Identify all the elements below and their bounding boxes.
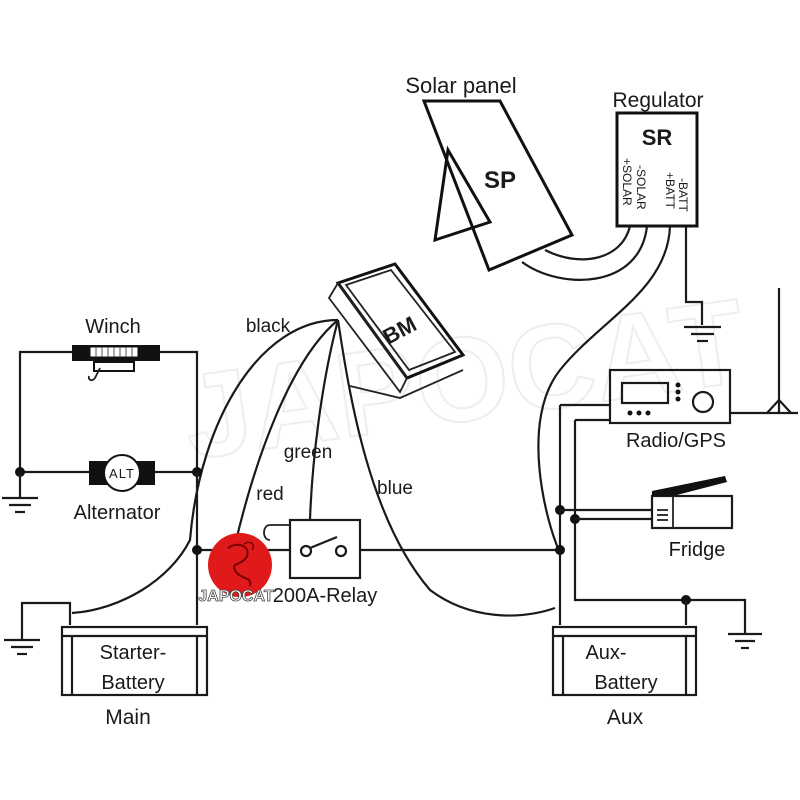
wire-red (233, 319, 339, 546)
ground-icon (2, 496, 38, 514)
wire-solar-minus (521, 225, 649, 281)
ground-icon (4, 638, 40, 656)
aux-battery-line1: Aux- (585, 642, 626, 664)
alternator-icon: ALT (89, 454, 155, 492)
radio-display-icon (620, 381, 670, 405)
starter-battery: Starter- Battery (60, 625, 209, 697)
fridge (650, 476, 734, 530)
solar-panel-stand (433, 145, 493, 243)
regulator-terminal-minus-batt: -BATT (676, 178, 690, 212)
ground-icon (684, 325, 721, 343)
winch-icon (72, 345, 160, 382)
junction-dot (555, 545, 565, 555)
fridge-label: Fridge (669, 539, 726, 561)
regulator-code: SR (642, 125, 673, 150)
wire-solar-plus (544, 225, 632, 261)
wire-regulator-batt-minus (684, 226, 704, 325)
solar-panel-body (421, 99, 575, 272)
wire-black (71, 318, 339, 615)
japocat-logo: JAPOCAT (198, 533, 274, 605)
ground-icon (728, 632, 762, 650)
regulator-terminal-minus-solar: -SOLAR (634, 165, 648, 210)
starter-battery-line2: Battery (101, 672, 164, 694)
relay-label: 200A-Relay (273, 585, 378, 607)
fridge-body (650, 494, 734, 530)
aux-battery: Aux- Battery (551, 625, 698, 697)
radio-gps (608, 368, 732, 425)
wire-starter-ground (20, 601, 72, 640)
starter-battery-line1: Starter- (100, 642, 167, 664)
regulator-terminal-plus-solar: +SOLAR (620, 158, 634, 206)
alternator-label: Alternator (74, 502, 161, 524)
regulator: SR +SOLAR -SOLAR +BATT -BATT (615, 111, 699, 228)
relay-contact-icon (334, 544, 348, 558)
antenna-icon (766, 288, 792, 414)
winch-label: Winch (85, 316, 141, 338)
relay-contact-icon (299, 544, 313, 558)
relay (288, 518, 362, 580)
wire-label-red: red (256, 484, 283, 505)
regulator-terminal-plus-batt: +BATT (663, 172, 677, 209)
wire-label-blue: blue (377, 478, 413, 499)
relay-switch-icon (309, 535, 338, 550)
solar-panel-label: Solar panel (405, 73, 516, 98)
solar-panel-code: SP (484, 167, 516, 194)
radio-body (608, 368, 732, 425)
japocat-logo-text: JAPOCAT (198, 588, 273, 605)
wire-regulator-batt-plus (537, 225, 672, 554)
aux-battery-caption: Aux (607, 706, 644, 729)
junction-dot (192, 545, 202, 555)
fridge-lid-icon (652, 476, 727, 496)
wire-label-black: black (246, 316, 291, 337)
solar-panel: SP (421, 99, 575, 272)
starter-battery-caption: Main (105, 706, 151, 729)
alternator-code: ALT (109, 466, 135, 481)
regulator-body (615, 111, 699, 228)
radio-knob-icon (691, 390, 715, 414)
regulator-label: Regulator (612, 89, 703, 112)
wire-blue (336, 319, 556, 617)
japocat-logo-circle (208, 533, 272, 597)
wire-green (308, 319, 340, 521)
wire-label-green: green (284, 442, 333, 463)
radio-label: Radio/GPS (626, 430, 726, 452)
aux-battery-line2: Battery (594, 672, 657, 694)
